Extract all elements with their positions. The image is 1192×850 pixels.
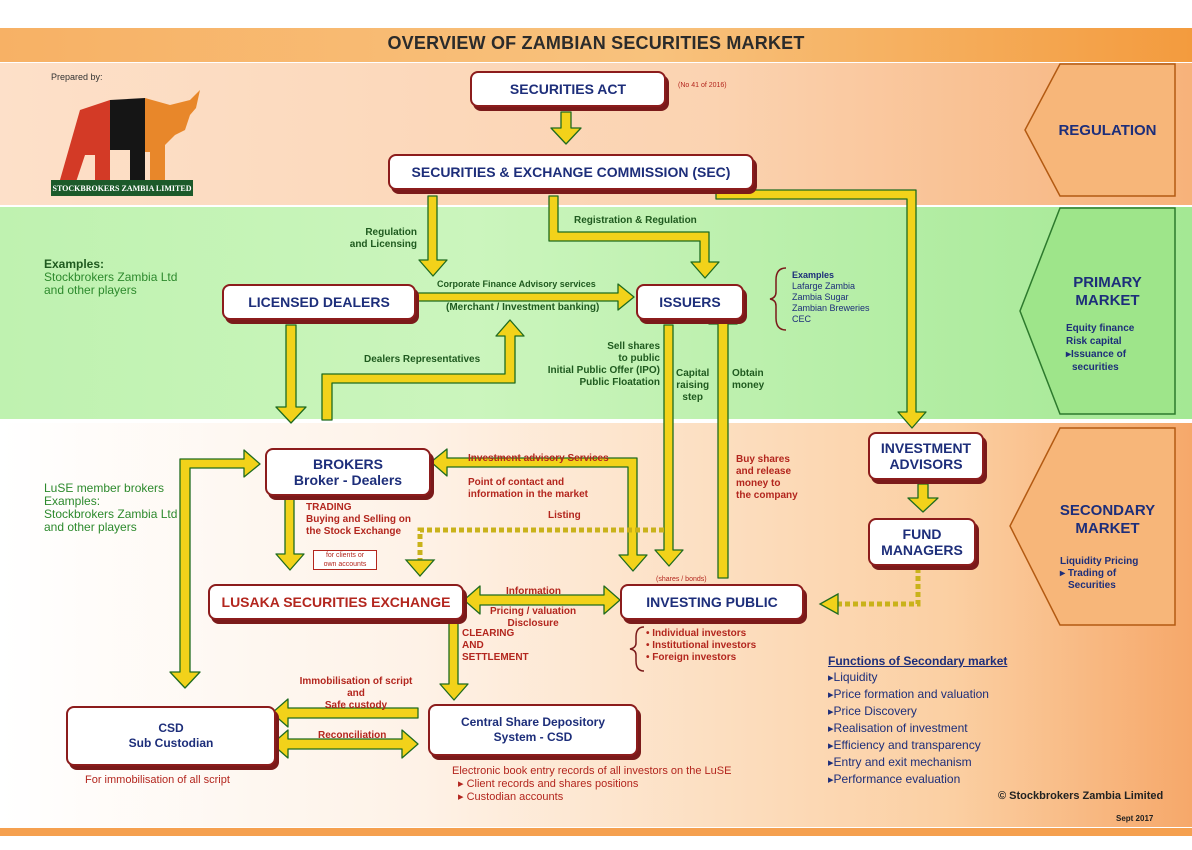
function-item: Price Discovery — [828, 703, 1007, 720]
primary-market-items: Equity finance Risk capital ▸Issuance of… — [1066, 323, 1135, 373]
investing-public-box: INVESTING PUBLIC — [620, 584, 804, 620]
bull-logo — [60, 90, 200, 185]
dashed-fund-public — [838, 568, 921, 607]
arrow-capital-raising — [654, 324, 684, 567]
label-shares-bonds: (shares / bonds) — [656, 576, 707, 583]
regulation-label: REGULATION — [1058, 122, 1157, 139]
arrow-dealers-reps — [321, 319, 525, 421]
chevron-primary — [1019, 207, 1176, 415]
chevron-secondary — [1009, 427, 1176, 626]
arrow-fund-public-head — [818, 592, 839, 616]
electronic-records: Electronic book entry records of all inv… — [452, 765, 732, 803]
function-item: Price formation and valuation — [828, 686, 1007, 703]
label-merchant-banking: (Merchant / Investment banking) — [446, 302, 600, 313]
chevron-regulation — [1024, 63, 1176, 197]
arrow-brokers-csd — [169, 449, 261, 689]
prepared-by: Prepared by: — [51, 72, 103, 82]
label-information: Information — [506, 586, 561, 597]
examples-primary: Examples: Stockbrokers Zambia Ltd and ot… — [44, 257, 178, 297]
arrow-brokers-luse — [275, 493, 305, 571]
label-listing: Listing — [548, 510, 581, 521]
page-title: OVERVIEW OF ZAMBIAN SECURITIES MARKET — [387, 33, 805, 53]
arrow-act-sec — [550, 111, 582, 145]
label-investment-advisory: Investment advisory Services — [468, 453, 609, 464]
function-item: Efficiency and transparency — [828, 737, 1007, 754]
arrow-dealers-issuers — [415, 283, 635, 311]
secondary-market-items: Liquidity Pricing ▸ Trading of Securitie… — [1060, 556, 1139, 591]
function-item: Realisation of investment — [828, 720, 1007, 737]
arrow-dealers-brokers — [275, 324, 307, 424]
examples-secondary: LuSE member brokers Examples: Stockbroke… — [44, 481, 178, 534]
functions-secondary-market: Functions of Secondary market Liquidity … — [828, 654, 1007, 788]
arrow-brokers-public — [430, 448, 648, 572]
label-reconciliation: Reconciliation — [318, 730, 387, 741]
date-label: Sept 2017 — [1116, 814, 1154, 823]
arrow-sec-issuers — [548, 195, 720, 279]
label-for-immobilisation: For immobilisation of all script — [85, 774, 230, 786]
arrow-sec-dealers — [418, 195, 448, 277]
function-item: Liquidity — [828, 669, 1007, 686]
issuers-box: ISSUERS — [636, 284, 744, 320]
lusaka-securities-exchange-box: LUSAKA SECURITIES EXCHANGE — [208, 584, 464, 620]
sec-box: SECURITIES & EXCHANGE COMMISSION (SEC) — [388, 154, 754, 190]
arrow-sec-advisors — [715, 189, 927, 429]
function-item: Entry and exit mechanism — [828, 754, 1007, 771]
arrow-advisors-fund — [907, 483, 939, 513]
arrow-immobilisation — [271, 698, 419, 728]
function-item: Performance evaluation — [828, 771, 1007, 788]
arrow-clearing — [439, 619, 469, 701]
securities-act-box: SECURITIES ACT — [470, 71, 666, 107]
label-corporate-finance: Corporate Finance Advisory services — [437, 279, 596, 289]
brace-issuers — [769, 267, 787, 331]
copyright: © Stockbrokers Zambia Limited — [998, 790, 1164, 802]
arrow-listing-head — [404, 559, 436, 577]
logo-text: STOCKBROKERS ZAMBIA LIMITED — [51, 180, 193, 196]
label-registration-regulation: Registration & Regulation — [574, 215, 697, 226]
dashed-listing — [417, 527, 664, 560]
licensed-dealers-box: LICENSED DEALERS — [222, 284, 416, 320]
brace-investors — [629, 626, 645, 672]
act-note: (No 41 of 2016) — [678, 82, 727, 89]
title-bar — [0, 28, 1192, 62]
investor-types-list: • Individual investors• Institutional in… — [646, 628, 757, 663]
arrow-reconciliation — [271, 729, 419, 759]
arrow-obtain-money — [708, 307, 738, 579]
bottom-bar — [0, 828, 1192, 836]
examples-issuers: Examples Lafarge Zambia Zambia Sugar Zam… — [792, 270, 870, 324]
primary-market-band — [0, 207, 1192, 419]
label-dealers-representatives: Dealers Representatives — [364, 354, 481, 365]
